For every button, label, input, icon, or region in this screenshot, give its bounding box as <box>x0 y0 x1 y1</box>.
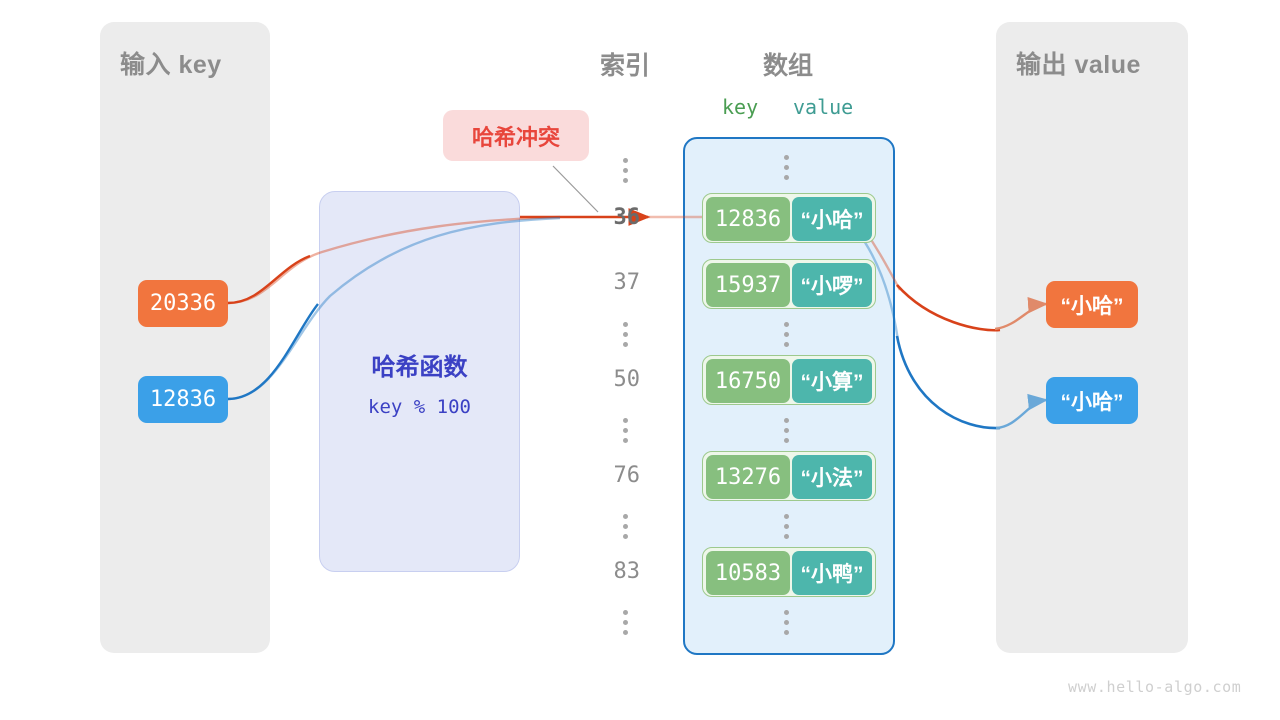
index-ellipsis-2 <box>622 418 628 443</box>
hash-function-formula: key % 100 <box>368 396 471 418</box>
input-panel <box>100 22 270 653</box>
index-ellipsis-1 <box>622 322 628 347</box>
entry-key: 15937 <box>706 263 790 307</box>
array-index-3: 76 <box>613 463 641 488</box>
array-index-1: 37 <box>613 270 641 295</box>
value-column-heading: value <box>793 95 854 119</box>
array-index-2: 50 <box>613 367 641 392</box>
entry-key: 12836 <box>706 197 790 241</box>
array-entry-37[interactable]: 15937 “小啰” <box>702 259 876 309</box>
array-ellipsis-1 <box>783 322 789 347</box>
array-entry-76[interactable]: 13276 “小法” <box>702 451 876 501</box>
entry-key: 13276 <box>706 455 790 499</box>
array-ellipsis-bottom <box>783 610 789 635</box>
array-ellipsis-3 <box>783 514 789 539</box>
hash-function-box <box>319 191 520 572</box>
index-ellipsis-3 <box>622 514 628 539</box>
input-key-1[interactable]: 12836 <box>138 376 228 423</box>
hash-function-title: 哈希函数 <box>371 354 468 381</box>
output-value-1[interactable]: “小哈” <box>1046 377 1138 424</box>
array-entry-83[interactable]: 10583 “小鸭” <box>702 547 876 597</box>
array-entry-50[interactable]: 16750 “小算” <box>702 355 876 405</box>
hash-collision-callout: 哈希冲突 <box>443 110 589 161</box>
array-ellipsis-2 <box>783 418 789 443</box>
entry-value: “小啰” <box>792 263 872 307</box>
output-panel <box>996 22 1188 653</box>
array-column-heading: 数组 <box>762 52 813 80</box>
array-index-4: 83 <box>613 559 641 584</box>
array-ellipsis-top <box>783 155 789 180</box>
input-key-0[interactable]: 20336 <box>138 280 228 327</box>
array-index-0: 36 <box>613 205 641 230</box>
index-column-heading: 索引 <box>599 52 650 80</box>
entry-value: “小鸭” <box>792 551 872 595</box>
input-panel-title: 输入 key <box>120 51 222 79</box>
index-ellipsis-top <box>622 158 628 183</box>
entry-value: “小法” <box>792 455 872 499</box>
index-ellipsis-bottom <box>622 610 628 635</box>
entry-value: “小哈” <box>792 197 872 241</box>
entry-key: 16750 <box>706 359 790 403</box>
output-panel-title: 输出 value <box>1016 51 1141 79</box>
output-value-0[interactable]: “小哈” <box>1046 281 1138 328</box>
key-column-heading: key <box>722 95 759 119</box>
entry-key: 10583 <box>706 551 790 595</box>
entry-value: “小算” <box>792 359 872 403</box>
watermark: www.hello-algo.com <box>1068 678 1242 696</box>
array-entry-36[interactable]: 12836 “小哈” <box>702 193 876 243</box>
